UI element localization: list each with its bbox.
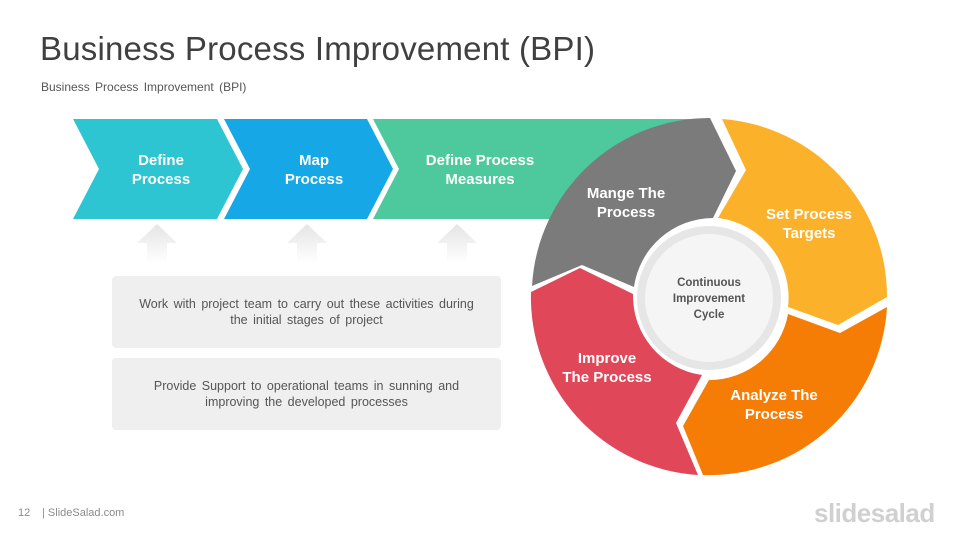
cycle-center-line1: Continuous	[677, 277, 741, 289]
cycle-label-targets-line1: Set Process	[766, 206, 852, 223]
cycle-label-improve-line2: The Process	[562, 369, 651, 386]
improvement-cycle: Continuous Improvement Cycle Mange The P…	[530, 117, 888, 476]
cycle-label-analyze-line1: Analyze The	[730, 387, 818, 404]
up-arrow-icon	[137, 224, 177, 263]
cycle-segment-targets	[718, 119, 888, 325]
cycle-label-targets-line2: Targets	[782, 225, 835, 242]
chevron-label-line2: Measures	[445, 171, 514, 188]
cycle-center-line2: Improvement	[673, 293, 745, 305]
cycle-label-improve-line1: Improve	[578, 350, 636, 367]
chevron-label-line2: Process	[285, 171, 343, 188]
cycle-label-manage-line1: Mange The	[587, 185, 665, 202]
cycle-segment-manage	[532, 117, 736, 287]
note-text: Provide Support to operational teams in …	[153, 379, 460, 409]
note-box-project-team: Work with project team to carry out thes…	[112, 276, 501, 348]
cycle-label-manage-line2: Process	[597, 204, 655, 221]
chevron-label-line1: Map	[299, 152, 329, 169]
chevron-label-line1: Define Process	[426, 152, 534, 169]
up-arrow-icon	[437, 224, 477, 263]
chevron-label-line1: Define	[138, 152, 184, 169]
page-subtitle: Business Process Improvement (BPI)	[41, 80, 247, 94]
slidesalad-logo: slidesalad	[814, 498, 935, 528]
note-text: Work with project team to carry out thes…	[139, 297, 474, 327]
footer-brand: | SlideSalad.com	[42, 507, 125, 519]
cycle-segment-improve	[530, 268, 702, 475]
chevron-map-process: Map Process	[224, 119, 393, 219]
chevron-shape	[73, 119, 243, 219]
chevron-shape	[224, 119, 393, 219]
cycle-segment-analyze	[683, 307, 887, 476]
cycle-label-analyze-line2: Process	[745, 406, 803, 423]
up-arrow-icon	[287, 224, 327, 263]
cycle-center-disc	[645, 234, 773, 362]
page-number: 12	[18, 507, 31, 519]
chevron-label-line2: Process	[132, 171, 190, 188]
chevron-define-process: Define Process	[73, 119, 243, 219]
cycle-center-line3: Cycle	[694, 309, 725, 321]
note-box-operational-support: Provide Support to operational teams in …	[112, 358, 501, 430]
page-title: Business Process Improvement (BPI)	[40, 30, 596, 67]
